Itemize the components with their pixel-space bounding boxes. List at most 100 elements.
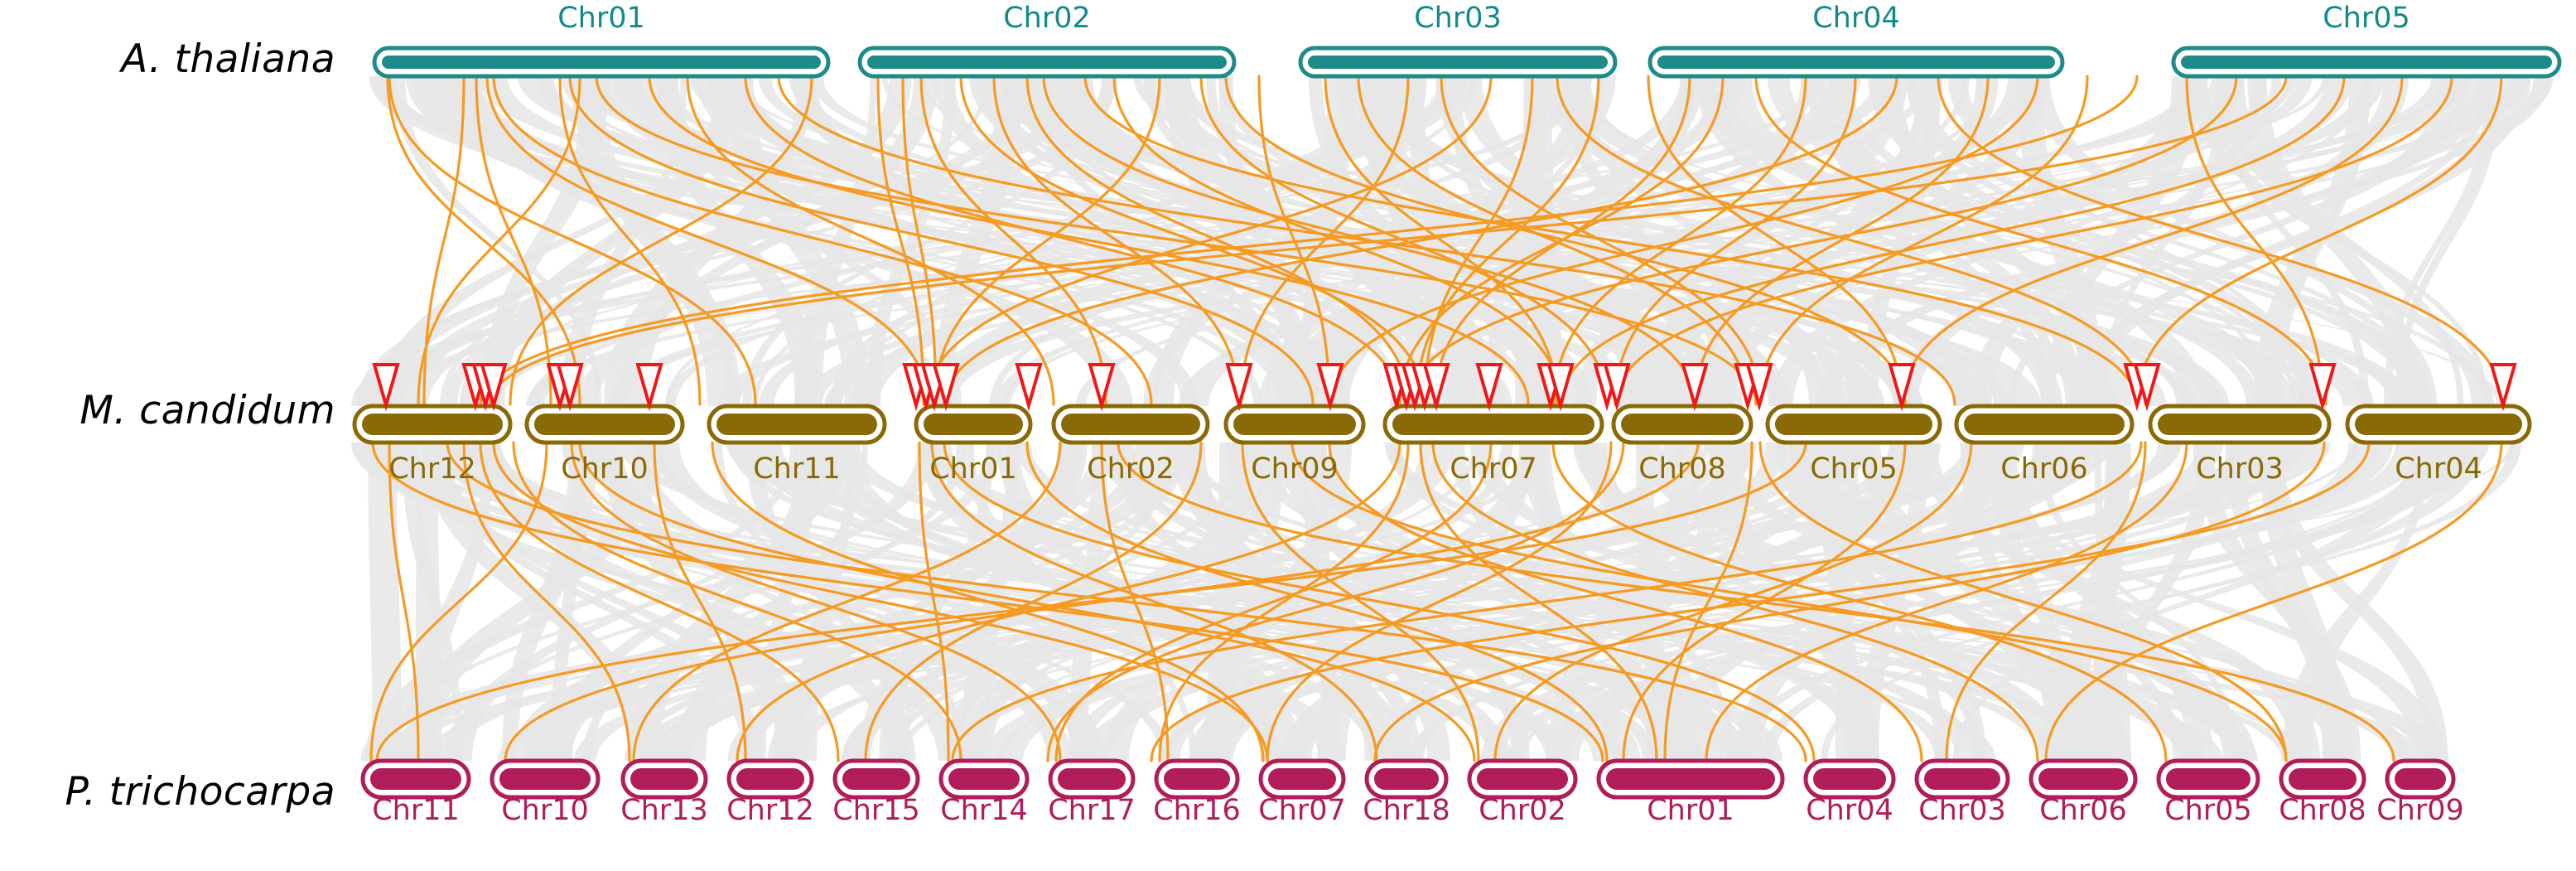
collinear-ribbon bbox=[1515, 76, 1547, 406]
collinear-ribbon bbox=[1133, 76, 2374, 406]
chr-trichocarpa-chr09-bar[interactable] bbox=[2395, 768, 2446, 790]
chr-thaliana-chr02-bar[interactable] bbox=[867, 56, 1227, 69]
gene-marker-triangle[interactable] bbox=[556, 363, 584, 412]
collinear-ribbon bbox=[2274, 76, 2371, 406]
gene-marker-triangle[interactable] bbox=[1888, 363, 1916, 412]
syntenic-link-upper bbox=[1647, 75, 1903, 406]
collinear-ribbon bbox=[554, 443, 840, 761]
collinear-ribbon bbox=[1265, 76, 1592, 406]
collinear-ribbon bbox=[2395, 76, 2501, 406]
collinear-ribbon bbox=[1638, 76, 1931, 406]
collinear-ribbon bbox=[1179, 76, 1990, 406]
collinear-ribbon bbox=[2045, 76, 2202, 406]
chr-trichocarpa-chr07-bar[interactable] bbox=[1268, 768, 1336, 790]
chr-trichocarpa-chr15-bar[interactable] bbox=[842, 768, 910, 790]
gene-marker-triangle[interactable] bbox=[480, 363, 508, 412]
syntenic-link-upper bbox=[1257, 75, 1331, 406]
gene-marker-triangle[interactable] bbox=[1475, 363, 1503, 412]
syntenic-link-upper bbox=[1415, 75, 1600, 406]
syntenic-link-upper bbox=[744, 75, 1401, 406]
gene-marker-triangle[interactable] bbox=[372, 363, 400, 412]
chr-trichocarpa-chr16-bar[interactable] bbox=[1164, 768, 1230, 790]
gene-marker-triangle[interactable] bbox=[1088, 363, 1116, 412]
chr-candidum-chr11-bar[interactable] bbox=[716, 414, 877, 435]
gene-marker-triangle[interactable] bbox=[1225, 363, 1253, 412]
collinear-ribbon bbox=[2029, 76, 2438, 406]
chr-trichocarpa-chr04-bar[interactable] bbox=[1813, 768, 1886, 790]
chr-thaliana-chr04-bar[interactable] bbox=[1657, 56, 2055, 69]
chr-candidum-chr05-bar[interactable] bbox=[1775, 414, 1932, 435]
chr-candidum-chr12-bar[interactable] bbox=[362, 414, 503, 435]
chr-thaliana-chr03-bar[interactable] bbox=[1308, 56, 1608, 69]
collinear-ribbon bbox=[1029, 76, 1294, 406]
chr-trichocarpa-chr13-bar[interactable] bbox=[630, 768, 698, 790]
chr-trichocarpa-chr08-bar[interactable] bbox=[2289, 768, 2357, 790]
collinear-ribbon bbox=[1189, 443, 1860, 761]
chr-thaliana-chr01-bar[interactable] bbox=[382, 56, 821, 69]
syntenic-link-lower bbox=[1328, 441, 1923, 762]
chr-trichocarpa-chr17-bar[interactable] bbox=[1058, 768, 1126, 790]
gene-marker-triangle[interactable] bbox=[2133, 363, 2161, 412]
species-label-p-trichocarpa: P. trichocarpa bbox=[65, 769, 335, 815]
collinear-ribbon bbox=[1344, 76, 2263, 406]
chr-trichocarpa-chr10-bar[interactable] bbox=[499, 768, 591, 790]
chr-trichocarpa-label-chr03: Chr03 bbox=[1918, 794, 2006, 827]
gene-marker-triangle[interactable] bbox=[1681, 363, 1709, 412]
gene-marker-triangle[interactable] bbox=[1015, 363, 1043, 412]
chr-trichocarpa-chr02-bar[interactable] bbox=[1477, 768, 1568, 790]
gene-marker-triangle[interactable] bbox=[932, 363, 960, 412]
gene-position-markers bbox=[372, 363, 2517, 412]
collinear-ribbon bbox=[1767, 76, 2430, 406]
chr-trichocarpa-chr06-bar[interactable] bbox=[2038, 768, 2128, 790]
gene-marker-triangle[interactable] bbox=[1316, 363, 1344, 412]
gene-marker-triangle[interactable] bbox=[2489, 363, 2517, 412]
chr-trichocarpa-chr18-bar[interactable] bbox=[1374, 768, 1439, 790]
chr-candidum-chr07-bar[interactable] bbox=[1392, 414, 1594, 435]
syntenic-link-upper bbox=[568, 75, 1315, 406]
collinear-ribbon bbox=[1288, 443, 2132, 761]
collinear-ribbon bbox=[443, 443, 1002, 761]
syntenic-link-lower bbox=[632, 441, 1062, 762]
chr-candidum-chr01-bar[interactable] bbox=[924, 414, 1023, 435]
syntenic-link-upper bbox=[1025, 75, 1410, 406]
gene-marker-triangle[interactable] bbox=[1745, 363, 1773, 412]
gene-marker-triangle[interactable] bbox=[2308, 363, 2337, 412]
chr-candidum-label-chr07: Chr07 bbox=[1450, 452, 1537, 486]
chr-trichocarpa-chr01-bar[interactable] bbox=[1606, 768, 1775, 790]
chr-candidum-chr03-bar[interactable] bbox=[2158, 414, 2322, 435]
species-label-a-thaliana: A. thaliana bbox=[121, 36, 335, 82]
syntenic-link-lower bbox=[653, 441, 747, 762]
chr-candidum-chr04-bar[interactable] bbox=[2355, 414, 2522, 435]
gene-marker-triangle[interactable] bbox=[1546, 363, 1575, 412]
collinear-ribbon bbox=[970, 443, 1756, 761]
chr-candidum-chr02-bar[interactable] bbox=[1061, 414, 1200, 435]
syntenic-link-upper bbox=[1556, 75, 2147, 406]
syntenic-link-upper bbox=[919, 75, 1107, 406]
chr-candidum-label-chr04: Chr04 bbox=[2395, 452, 2482, 486]
collinear-ribbon bbox=[379, 443, 1623, 761]
syntenic-link-upper bbox=[648, 75, 1530, 406]
syntenic-link-upper bbox=[1754, 75, 2328, 406]
collinear-ribbon bbox=[402, 443, 958, 761]
chr-trichocarpa-label-chr13: Chr13 bbox=[620, 794, 708, 827]
chr-thaliana-label-chr05: Chr05 bbox=[2323, 2, 2410, 35]
gene-marker-triangle[interactable] bbox=[1603, 363, 1631, 412]
chr-trichocarpa-chr14-bar[interactable] bbox=[948, 768, 1020, 790]
chr-trichocarpa-chr11-bar[interactable] bbox=[370, 768, 461, 790]
gene-marker-triangle[interactable] bbox=[635, 363, 663, 412]
chr-trichocarpa-chr05-bar[interactable] bbox=[2166, 768, 2250, 790]
collinear-ribbon bbox=[1387, 443, 2101, 761]
syntenic-link-lower bbox=[1705, 441, 2188, 762]
chr-trichocarpa-chr12-bar[interactable] bbox=[736, 768, 804, 790]
chr-candidum-chr08-bar[interactable] bbox=[1621, 414, 1744, 435]
chr-candidum-chr09-bar[interactable] bbox=[1233, 414, 1356, 435]
syntenic-link-upper bbox=[509, 75, 813, 406]
collinear-ribbon bbox=[2188, 76, 2489, 406]
chr-trichocarpa-chr03-bar[interactable] bbox=[1924, 768, 2000, 790]
gene-marker-triangle[interactable] bbox=[1422, 363, 1450, 412]
chr-candidum-chr10-bar[interactable] bbox=[534, 414, 675, 435]
chr-thaliana-chr05-bar[interactable] bbox=[2181, 56, 2552, 69]
collinear-ribbon bbox=[759, 76, 1937, 406]
chr-candidum-chr06-bar[interactable] bbox=[1964, 414, 2125, 435]
chr-candidum-label-chr09: Chr09 bbox=[1251, 452, 1339, 486]
